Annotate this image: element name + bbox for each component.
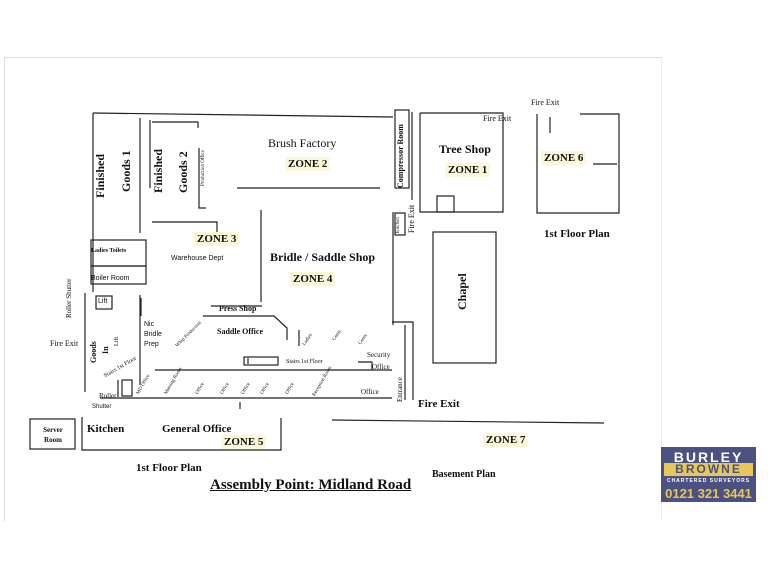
finished-goods-1-label-a: Finished [93, 153, 107, 198]
zone-7-label: ZONE 7 [483, 433, 529, 447]
zone-1-label: ZONE 1 [445, 163, 491, 177]
lift-2-label: Lift [114, 337, 120, 346]
logo-phone: 0121 321 3441 [665, 486, 752, 501]
brush-factory-label: Brush Factory [268, 136, 337, 150]
office-6-label: Office [361, 388, 379, 396]
server-room-line-1: Server [43, 426, 63, 434]
nic-bridle-prep-line-3: Prep [144, 341, 159, 348]
warehouse-dept-label: Warehouse Dept [171, 255, 224, 262]
fire-exit-tree-shop-label: Fire Exit [483, 114, 512, 123]
zone-4-label: ZONE 4 [290, 272, 336, 286]
zone-2-label: ZONE 2 [285, 157, 331, 171]
burley-browne-logo: BURLEY BROWNE CHARTERED SURVEYORS 0121 3… [661, 447, 756, 502]
finished-goods-2-label-b: Goods 2 [176, 151, 190, 193]
ladies-toilets-label: Ladies Toilets [91, 248, 127, 254]
roller-shutter-bottom-label-a: Roller [99, 392, 117, 400]
press-shop-label: Press Shop [219, 304, 257, 313]
bridle-saddle-shop-label: Bridle / Saddle Shop [270, 250, 376, 264]
server-room-line-2: Room [44, 436, 62, 444]
zone-3-label: ZONE 3 [194, 232, 240, 246]
stairs-1st-floor-label: Stairs 1st Floor [286, 359, 323, 365]
first-floor-plan-bottom-label: 1st Floor Plan [136, 462, 202, 474]
plan-sheet [4, 57, 662, 521]
finished-goods-1-label-b: Goods 1 [119, 150, 133, 192]
production-office-label: Production Office [201, 150, 206, 186]
compressor-room-label: Compressor Room [396, 124, 405, 188]
boiler-room-label: Boiler Room [91, 275, 130, 282]
zone-6-label: ZONE 6 [541, 151, 587, 165]
basement-plan-label: Basement Plan [432, 469, 496, 480]
security-office-label-a: Security [367, 351, 391, 359]
kitchen-small-label: Kitchen [396, 217, 401, 233]
fire-exit-entrance-label: Fire Exit [418, 398, 460, 410]
roller-shutter-bottom-label-b: Shutter [92, 404, 112, 410]
security-office-label-b: Office [372, 363, 390, 371]
tree-shop-label: Tree Shop [439, 142, 491, 156]
general-office-label: General Office [162, 423, 232, 435]
lift-1-label: Lift [98, 298, 108, 305]
logo-line-1: BURLEY [673, 449, 744, 465]
goods-in-label-b: In [101, 346, 110, 354]
logo-line-2: BROWNE [664, 463, 753, 476]
server-room-label: Server Room [38, 425, 68, 445]
goods-in-label-a: Goods [89, 341, 98, 363]
nic-bridle-prep-line-2: Bridle [144, 331, 162, 338]
logo-tagline: CHARTERED SURVEYORS [666, 478, 751, 484]
fire-exit-top-right-label: Fire Exit [531, 98, 560, 107]
fire-exit-left-label: Fire Exit [50, 339, 79, 348]
saddle-office-label: Saddle Office [217, 327, 263, 336]
zone-5-label: ZONE 5 [221, 435, 267, 449]
entrance-label: Entrance [396, 377, 404, 402]
nic-bridle-prep-line-1: Nic [144, 321, 155, 328]
assembly-point-title: Assembly Point: Midland Road [210, 477, 412, 493]
first-floor-plan-right-label: 1st Floor Plan [544, 228, 610, 240]
finished-goods-2-label-a: Finished [151, 148, 165, 193]
fire-exit-kitchen-label: Fire Exit [407, 204, 416, 233]
roller-shutter-top-label: Roller Shutter [65, 278, 73, 318]
kitchen-label: Kitchen [87, 423, 125, 435]
nic-bridle-prep-label: Nic Bridle Prep [144, 320, 162, 350]
chapel-label: Chapel [455, 273, 469, 310]
